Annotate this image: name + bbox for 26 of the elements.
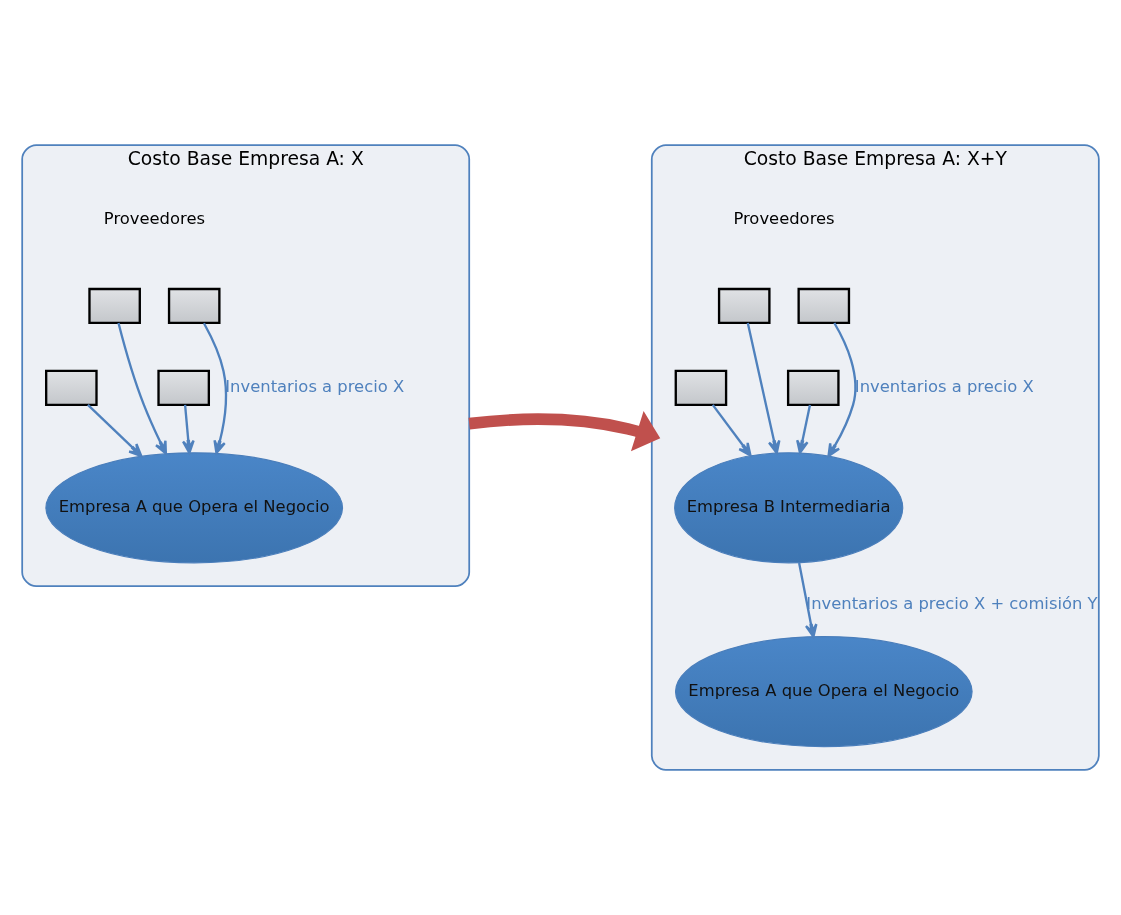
arrow bbox=[827, 322, 857, 458]
label: Proveedores bbox=[733, 209, 835, 229]
node-box bbox=[786, 369, 840, 406]
edge-label: Inventarios a precio X + comisión Y bbox=[806, 593, 1098, 613]
arrow bbox=[181, 404, 195, 454]
node-box bbox=[167, 287, 221, 325]
node-box bbox=[717, 287, 771, 325]
node-box bbox=[88, 287, 141, 325]
arrow bbox=[117, 322, 168, 455]
arrow bbox=[711, 404, 752, 457]
node-ellipse: Empresa B Intermediaria bbox=[674, 452, 904, 564]
node-box bbox=[45, 369, 98, 406]
arrow bbox=[202, 322, 228, 455]
arrow bbox=[796, 404, 812, 454]
node-ellipse: Empresa A que Opera el Negocio bbox=[45, 452, 344, 564]
node-ellipse: Empresa A que Opera el Negocio bbox=[674, 635, 973, 748]
node-box bbox=[157, 369, 210, 406]
edge-label: Inventarios a precio X bbox=[854, 377, 1034, 397]
node-box bbox=[674, 369, 728, 406]
arrow bbox=[87, 404, 143, 458]
edge-label: Inventarios a precio X bbox=[225, 377, 405, 397]
label: Proveedores bbox=[103, 209, 206, 229]
node-box bbox=[797, 287, 851, 325]
arrow bbox=[746, 322, 781, 455]
arrow bbox=[798, 562, 818, 638]
arrow bbox=[468, 410, 661, 452]
